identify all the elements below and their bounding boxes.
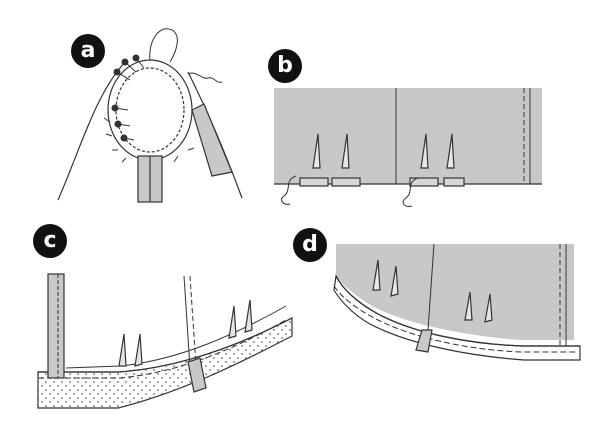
- tick-marks: [103, 117, 195, 163]
- darts-c: [118, 299, 253, 367]
- thread: [149, 28, 223, 83]
- panel-label-a: a: [71, 34, 105, 68]
- fabric-panel-d: [336, 244, 574, 340]
- darts-b: [312, 133, 455, 169]
- dotted-facing: [37, 317, 293, 409]
- panel-d-illustration: [333, 243, 581, 361]
- darts-d: [372, 259, 493, 323]
- thread-b2: [402, 177, 419, 207]
- neck-ring-outer: [107, 59, 193, 161]
- pins: [111, 54, 145, 142]
- thread-b1: [281, 175, 297, 205]
- fabric-panel-b: [274, 88, 542, 184]
- fold-tabs-b: [299, 177, 465, 187]
- panel-b-illustration: [274, 88, 542, 207]
- panel-label-b: b: [268, 49, 302, 83]
- strip-c: [47, 273, 65, 379]
- panel-a-illustration: [57, 28, 243, 203]
- binding-strip: [191, 103, 233, 177]
- panel-label-c: c: [33, 224, 67, 258]
- neck-ring-inner: [115, 67, 185, 153]
- panel-label-d: d: [293, 228, 327, 262]
- panel-c-illustration: [37, 273, 293, 409]
